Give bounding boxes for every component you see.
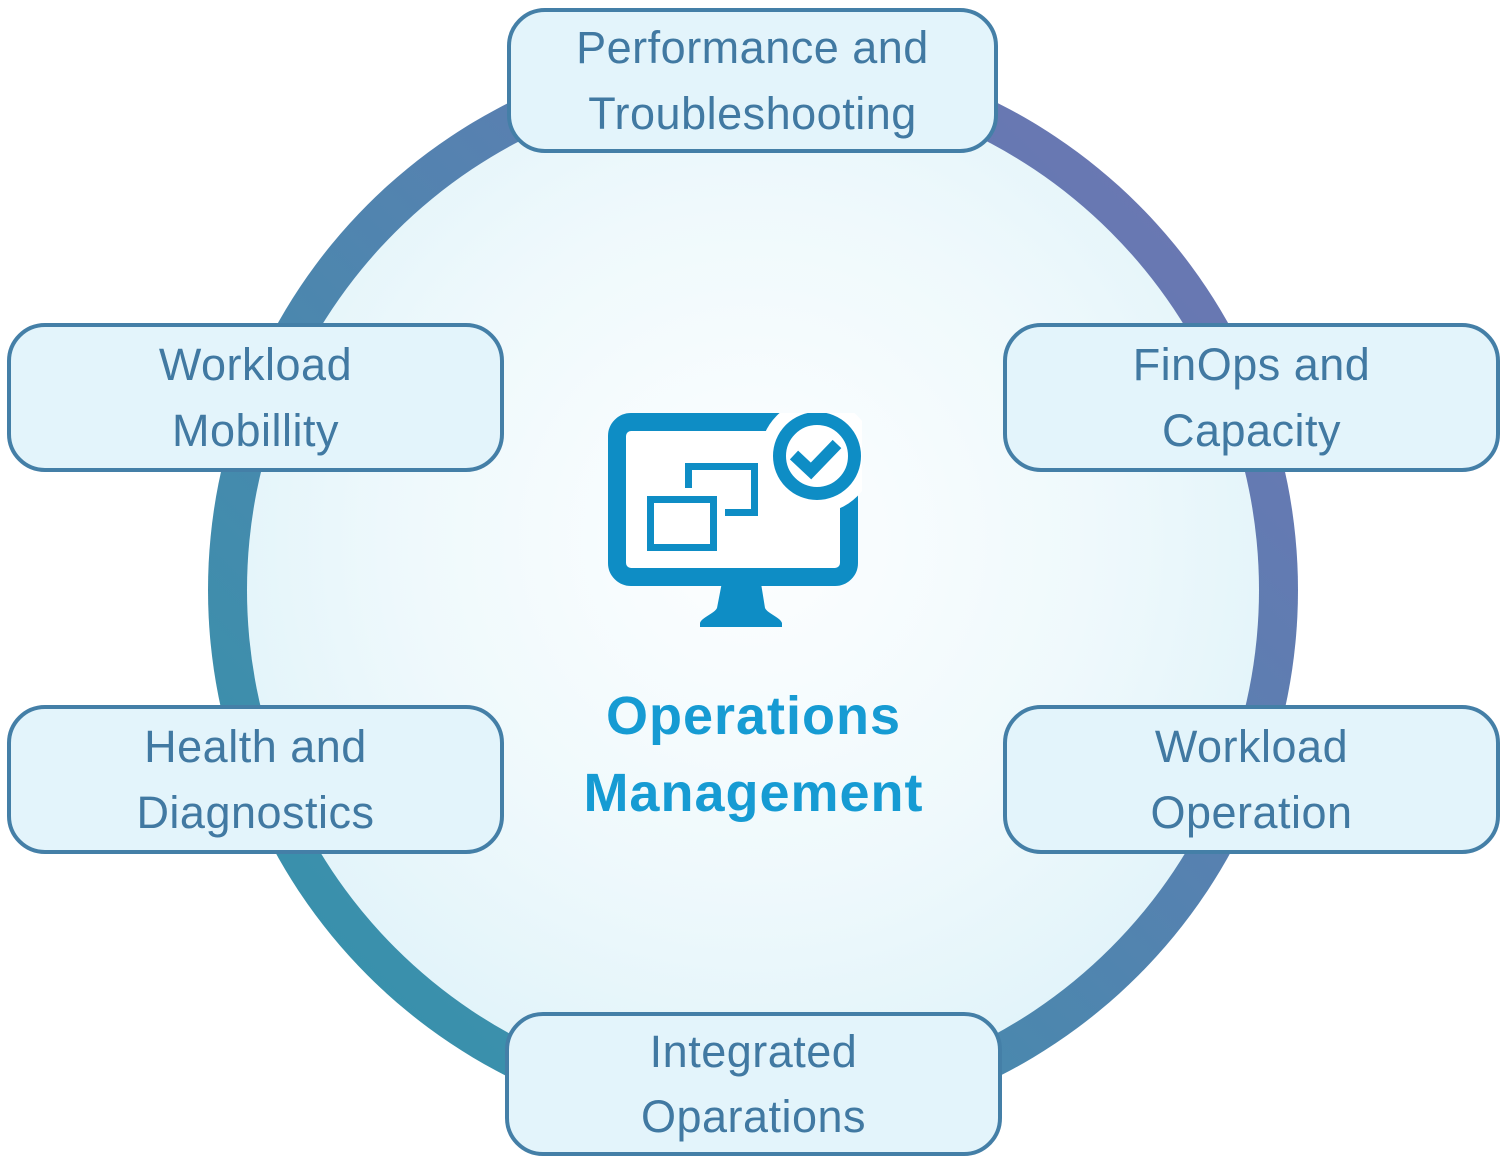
node-health-diagnostics: Health and Diagnostics [7, 705, 504, 854]
node-label: Workload Operation [1150, 721, 1353, 838]
node-label: Integrated Oparations [640, 1025, 867, 1142]
node-label: FinOps and Capacity [1132, 339, 1371, 456]
node-performance-troubleshooting: Performance and Troubleshooting [507, 8, 998, 153]
node-integrated-oparations: Integrated Oparations [505, 1012, 1002, 1156]
node-label: Health and Diagnostics [136, 721, 375, 838]
node-label: Performance and Troubleshooting [576, 22, 929, 139]
monitor-check-icon [608, 413, 862, 627]
screens-glyph [639, 463, 758, 559]
node-finops-capacity: FinOps and Capacity [1003, 323, 1500, 472]
node-workload-mobillity: Workload Mobillity [7, 323, 504, 472]
node-workload-operation: Workload Operation [1003, 705, 1500, 854]
node-label: Workload Mobillity [158, 339, 353, 456]
check-circle-glyph [773, 413, 861, 500]
center-title: Operations Management [583, 686, 924, 823]
